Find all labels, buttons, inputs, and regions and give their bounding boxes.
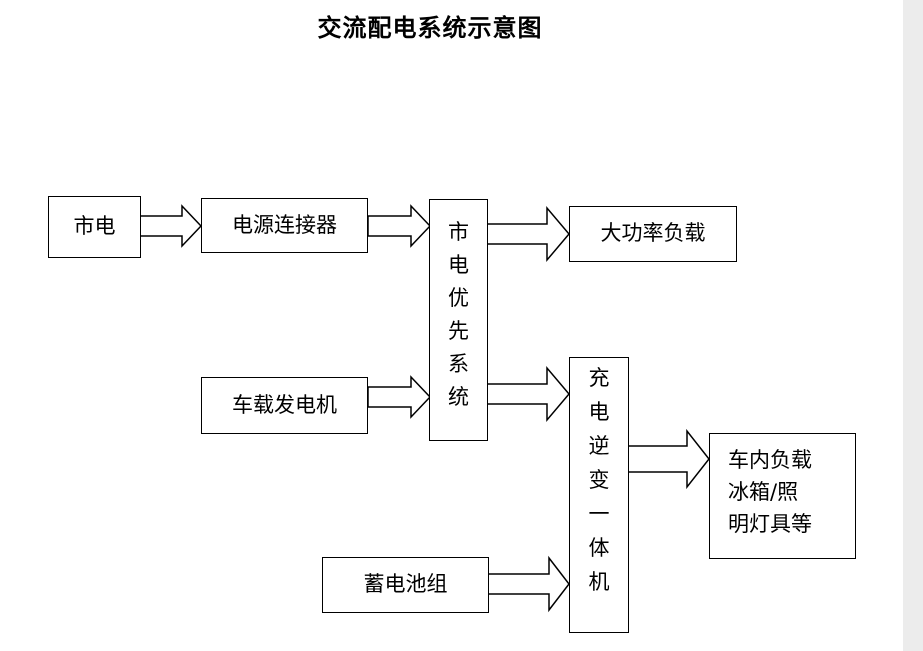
node-high-power-load-label: 大功率负载 — [600, 221, 706, 246]
node-priority-char: 系 — [448, 352, 469, 376]
node-inverter-char: 一 — [588, 502, 610, 526]
arrow-priority-to-inverter — [486, 365, 570, 423]
arrow-inverter-to-cabin-load — [627, 428, 710, 490]
node-inverter-char: 体 — [588, 536, 610, 560]
arrow-generator-to-priority — [367, 375, 432, 419]
arrows-layer — [139, 204, 710, 613]
node-priority-char: 优 — [448, 286, 469, 310]
node-grid: 市电 — [48, 196, 141, 258]
node-inverter-char: 电 — [588, 400, 610, 424]
node-priority-char: 统 — [448, 385, 469, 409]
node-priority-char: 市 — [448, 220, 469, 244]
arrow-grid-to-connector — [139, 204, 203, 248]
node-battery-label: 蓄电池组 — [363, 572, 448, 597]
node-cabin-load-line: 车内负载 — [728, 448, 812, 472]
node-generator: 车载发电机 — [201, 377, 368, 434]
arrow-priority-to-high-power-load — [486, 205, 570, 263]
node-inverter: 充 电 逆 变 一 体 机 — [569, 357, 629, 633]
node-priority-char: 先 — [448, 319, 469, 343]
diagram-title: 交流配电系统示意图 — [317, 13, 543, 42]
node-connector-label: 电源连接器 — [232, 212, 337, 237]
node-inverter-char: 逆 — [588, 434, 610, 458]
node-priority-char: 电 — [448, 253, 469, 277]
node-inverter-char: 机 — [588, 570, 610, 594]
node-grid-label: 市电 — [73, 214, 116, 239]
node-inverter-char: 充 — [588, 366, 610, 390]
node-inverter-char: 变 — [588, 468, 610, 492]
node-cabin-load: 车内负载 冰箱/照 明灯具等 — [709, 433, 856, 559]
node-cabin-load-line: 明灯具等 — [728, 512, 812, 536]
arrow-battery-to-inverter — [487, 555, 570, 613]
node-cabin-load-line: 冰箱/照 — [728, 480, 799, 504]
node-high-power-load: 大功率负载 — [569, 206, 737, 262]
right-side-strip — [903, 0, 923, 651]
node-battery: 蓄电池组 — [322, 557, 489, 613]
node-priority-system: 市 电 优 先 系 统 — [429, 199, 488, 441]
node-connector: 电源连接器 — [201, 198, 368, 253]
node-generator-label: 车载发电机 — [232, 392, 337, 417]
arrow-connector-to-priority — [367, 204, 432, 248]
